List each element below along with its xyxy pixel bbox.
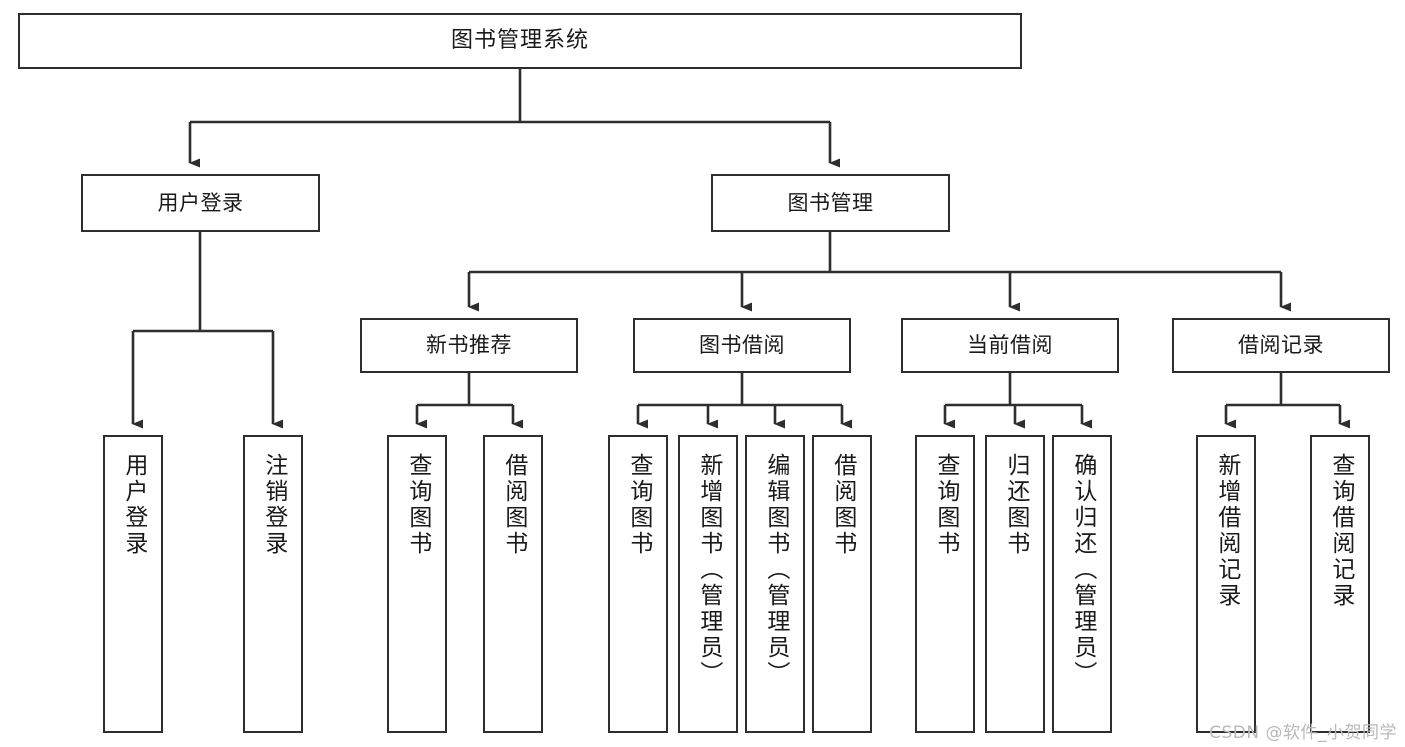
node-leaf-add-record-label: 新增借阅记录 (1213, 453, 1240, 609)
node-borrow-record-label: 借阅记录 (1238, 333, 1324, 358)
node-leaf-query-book-2[interactable]: 查询图书 (608, 435, 668, 733)
node-leaf-user-login-label: 用户登录 (120, 453, 147, 557)
node-leaf-query-book-3[interactable]: 查询图书 (915, 435, 975, 733)
node-leaf-borrow-book-1[interactable]: 借阅图书 (483, 435, 543, 733)
node-leaf-add-book-label: 新增图书（管理员） (695, 453, 722, 687)
node-leaf-confirm-return[interactable]: 确认归还（管理员） (1052, 435, 1112, 733)
node-root[interactable]: 图书管理系统 (18, 13, 1022, 69)
node-book-borrow[interactable]: 图书借阅 (633, 318, 851, 373)
node-leaf-query-book-1-label: 查询图书 (404, 453, 431, 557)
node-leaf-return-book-label: 归还图书 (1002, 453, 1029, 557)
node-leaf-confirm-return-label: 确认归还（管理员） (1069, 453, 1096, 687)
node-leaf-query-book-2-label: 查询图书 (625, 453, 652, 557)
node-leaf-query-book-3-label: 查询图书 (932, 453, 959, 557)
node-leaf-borrow-book-2-label: 借阅图书 (829, 453, 856, 557)
node-user-login[interactable]: 用户登录 (81, 174, 320, 232)
node-leaf-user-logout-label: 注销登录 (260, 453, 287, 557)
node-borrow-record[interactable]: 借阅记录 (1172, 318, 1390, 373)
node-current-borrow-label: 当前借阅 (967, 333, 1053, 358)
node-leaf-query-book-1[interactable]: 查询图书 (387, 435, 447, 733)
node-user-login-label: 用户登录 (157, 190, 244, 215)
node-book-manage-label: 图书管理 (787, 190, 874, 215)
node-leaf-return-book[interactable]: 归还图书 (985, 435, 1045, 733)
node-leaf-borrow-book-1-label: 借阅图书 (500, 453, 527, 557)
node-current-borrow[interactable]: 当前借阅 (901, 318, 1119, 373)
node-leaf-borrow-book-2[interactable]: 借阅图书 (812, 435, 872, 733)
node-leaf-edit-book-label: 编辑图书（管理员） (762, 453, 789, 687)
node-new-book-recommend-label: 新书推荐 (426, 333, 512, 358)
node-leaf-query-record-label: 查询借阅记录 (1327, 453, 1354, 609)
node-leaf-add-record[interactable]: 新增借阅记录 (1196, 435, 1256, 733)
node-leaf-user-logout[interactable]: 注销登录 (243, 435, 303, 733)
node-book-manage[interactable]: 图书管理 (711, 174, 950, 232)
node-leaf-query-record[interactable]: 查询借阅记录 (1310, 435, 1370, 733)
node-new-book-recommend[interactable]: 新书推荐 (360, 318, 578, 373)
node-leaf-add-book[interactable]: 新增图书（管理员） (678, 435, 738, 733)
node-leaf-edit-book[interactable]: 编辑图书（管理员） (745, 435, 805, 733)
node-book-borrow-label: 图书借阅 (699, 333, 785, 358)
csdn-watermark: CSDN @软件_小贺同学 (1209, 723, 1397, 743)
node-root-label: 图书管理系统 (450, 28, 589, 54)
node-leaf-user-login[interactable]: 用户登录 (103, 435, 163, 733)
